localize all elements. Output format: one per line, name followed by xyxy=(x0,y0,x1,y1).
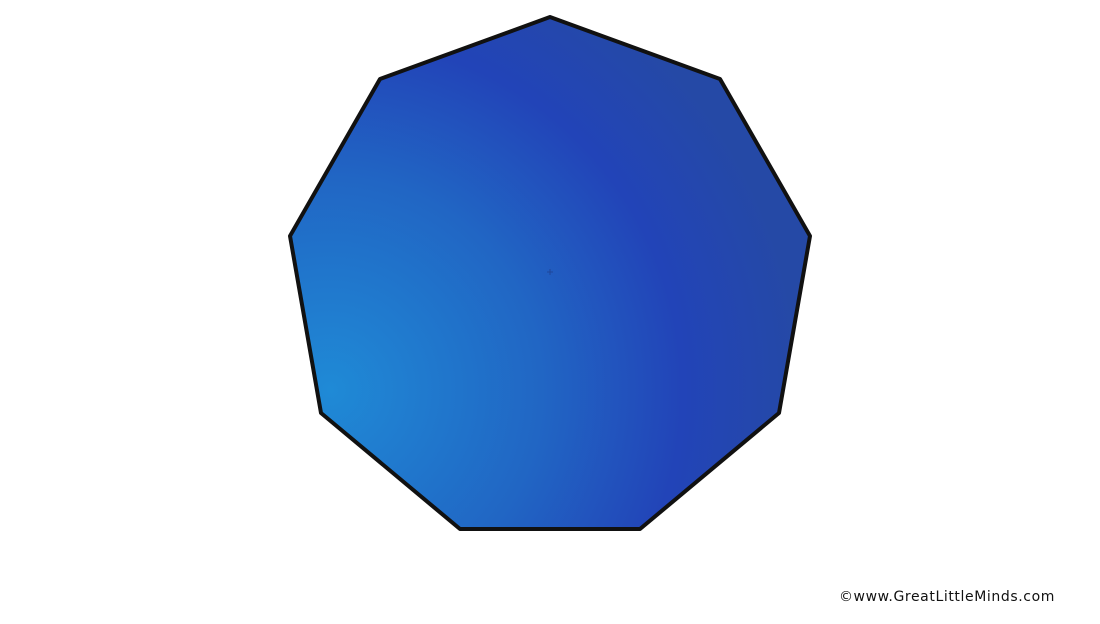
copyright-text: ©www.GreatLittleMinds.com xyxy=(838,589,1055,605)
center-mark xyxy=(547,269,553,275)
